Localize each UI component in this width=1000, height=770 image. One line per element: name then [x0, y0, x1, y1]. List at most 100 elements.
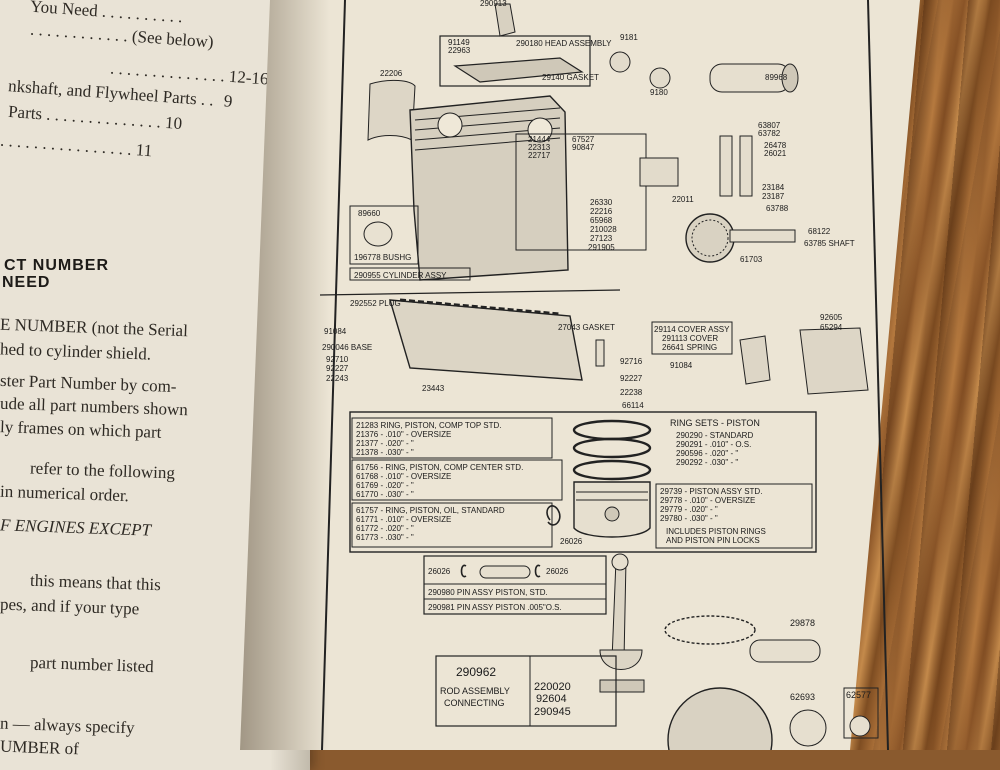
part-label: 92716 [620, 357, 643, 366]
piston-note-line: AND PISTON PIN LOCKS [666, 536, 760, 545]
ring-top-box [351, 417, 553, 459]
part-label: 89968 [765, 73, 788, 82]
cylinder-head-drawing [453, 57, 584, 83]
breather-box [515, 133, 647, 251]
cylinder-fins-drawing [414, 107, 561, 151]
part-label: 27043 GASKET [558, 323, 615, 332]
piston-ring-drawing [572, 459, 652, 481]
base-assembly-group: 292552 PLUG 91084 290046 BASE 92710 9222… [320, 289, 644, 410]
exploded-parts-diagram: 290913 91149 22963 290180 HEAD ASSEMBLY … [320, 0, 889, 750]
part-label: 29140 GASKET [542, 73, 599, 82]
part-label: 65294 [820, 323, 843, 332]
ring-spec-line: 21283 RING, PISTON, COMP TOP STD. [356, 421, 502, 430]
valve-spring-drawing [739, 135, 753, 197]
ring-spec-line: 61756 - RING, PISTON, COMP CENTER STD. [356, 463, 523, 472]
breather-cap-drawing [609, 51, 631, 73]
valve-train-group: 63807 63782 26478 26021 23184 23187 6378… [685, 121, 855, 264]
cover-assy-box [651, 321, 733, 355]
piston-pin-drawing [479, 565, 531, 579]
part-label: 67527 [572, 135, 595, 144]
body-line: part number listed [29, 652, 155, 677]
ring-spec-line: 21378 - .030" - " [356, 448, 414, 457]
part-label: 63782 [758, 129, 781, 138]
toc-dots: . . [200, 89, 215, 110]
piston-ring-drawing [572, 419, 652, 441]
part-label: 29878 [790, 618, 815, 628]
piston-ring-drawing [572, 437, 652, 459]
nut-drawing [849, 715, 871, 737]
ring-spec-line: 61771 - .010" - OVERSIZE [356, 515, 451, 524]
part-label: 92604 [536, 693, 567, 705]
piston-assy-line: 29780 - .030" - " [660, 514, 718, 523]
part-label: 290913 [480, 0, 507, 8]
rod-big-end [599, 649, 643, 670]
ring-spec-line: 61768 - .010" - OVERSIZE [356, 472, 451, 481]
valve-spring-drawing [719, 135, 733, 197]
part-label: 196778 BUSHG [354, 253, 411, 262]
part-label: 91149 [448, 38, 470, 47]
ring-spec-line: 61772 - .020" - " [356, 524, 414, 533]
toc-page: 10 [164, 112, 183, 134]
ring-spec-line: 21377 - .020" - " [356, 439, 414, 448]
part-label: 92227 [620, 374, 643, 383]
section-heading-line1: CT NUMBER [4, 257, 109, 274]
cover-assembly-group: 29114 COVER ASSY 291113 COVER 26641 SPRI… [651, 313, 869, 395]
page-border-left [321, 0, 346, 750]
part-label: 90847 [572, 143, 595, 152]
part-label: 62693 [790, 692, 815, 702]
part-label: 210028 [590, 225, 617, 234]
part-label: 92710 [326, 355, 349, 364]
connecting-rod-drawing [611, 559, 627, 661]
part-label: 26026 [546, 567, 569, 576]
toc-text: Parts [7, 101, 43, 124]
part-label: 291905 [588, 243, 615, 252]
part-label: 26021 [764, 149, 787, 158]
drain-plug-drawing [595, 339, 605, 367]
ring-set-line: 290596 - .020" - " [676, 449, 738, 458]
connecting-rod-group: 290962 ROD ASSEMBLY CONNECTING 220020 92… [435, 553, 645, 727]
toc-text: You Need [29, 0, 99, 21]
pin-assy-line: 290981 PIN ASSY PISTON .005"O.S. [428, 603, 562, 612]
part-label: 26026 [560, 537, 583, 546]
toc-page: 9 [223, 91, 234, 111]
part-label: 65968 [590, 216, 613, 225]
part-label: 22963 [448, 46, 471, 55]
head-assembly-group: 290913 91149 22963 290180 HEAD ASSEMBLY … [367, 0, 799, 141]
part-label: 22243 [326, 374, 349, 383]
toc-page: 12-16 [228, 66, 270, 89]
ring-spec-line: 61770 - .030" - " [356, 490, 414, 499]
piston-grooves [576, 491, 648, 501]
rod-assembly-number: 290962 [456, 665, 496, 679]
part-label: 26026 [428, 567, 451, 576]
valve-cover-drawing [739, 335, 771, 385]
part-label: 290955 CYLINDER ASSY [354, 271, 447, 280]
part-label: 63788 [766, 204, 789, 213]
bushing-box [349, 205, 419, 265]
piston-assy-line: 29739 - PISTON ASSY STD. [660, 487, 762, 496]
piston-rings-group: 21283 RING, PISTON, COMP TOP STD. 21376 … [349, 411, 817, 553]
ring-set-line: 290290 - STANDARD [676, 431, 753, 440]
shaft-drawing [749, 639, 821, 663]
part-label: 291113 COVER [662, 334, 718, 343]
part-label: 26641 SPRING [662, 343, 717, 352]
part-label: 290945 [534, 706, 571, 718]
cam-gear-drawing [685, 213, 735, 263]
part-label: 62577 [846, 690, 871, 700]
valve-port-drawing [527, 117, 553, 143]
bottom-parts-group: 29878 62693 62577 [664, 615, 879, 750]
pin-lock-drawing [460, 564, 467, 578]
ring-set-line: 290291 - .010" - O.S. [676, 440, 751, 449]
rod-assembly-box [435, 655, 617, 727]
piston-assy-box [655, 483, 813, 549]
tappet-cover-drawing [799, 327, 869, 395]
cylinder-shield-drawing [367, 79, 416, 141]
head-bolt-drawing [494, 3, 516, 37]
rod-assembly-label: ROD ASSEMBLY [440, 686, 510, 696]
part-label: 22313 [528, 143, 551, 152]
chain-drawing [664, 615, 756, 645]
part-label: 9180 [650, 88, 668, 97]
piston-ring-frame [349, 411, 817, 553]
ring-spec-line: 61757 - RING, PISTON, OIL, STANDARD [356, 506, 505, 515]
page-border-right [867, 0, 889, 750]
part-label: 91084 [324, 327, 347, 336]
